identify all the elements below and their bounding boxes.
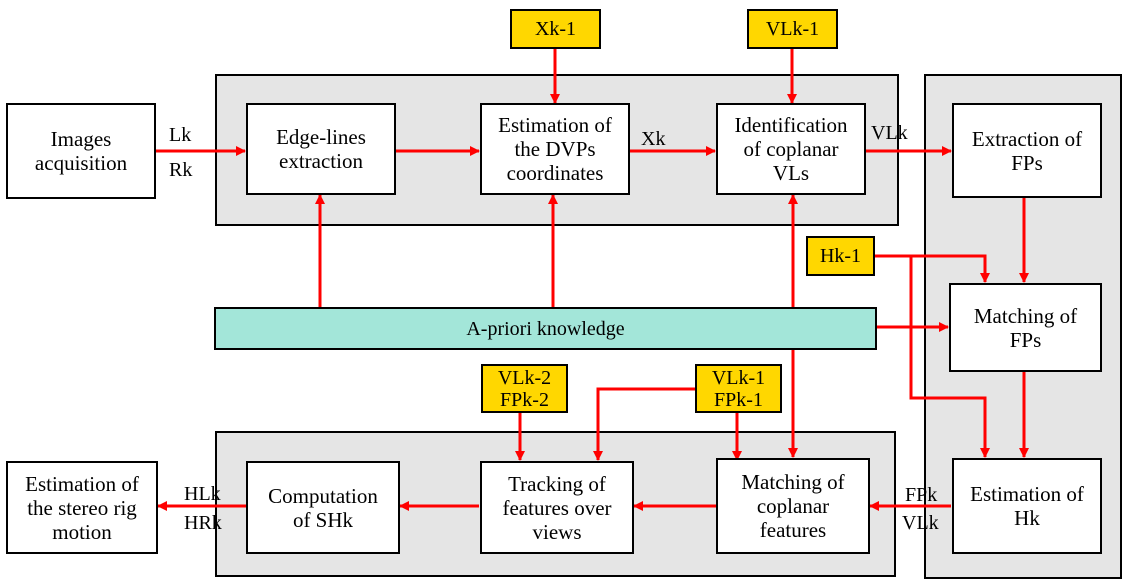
extraction-fps-box: Extraction of FPs bbox=[952, 103, 1102, 198]
tracking-features-box: Tracking of features over views bbox=[480, 461, 634, 554]
matching-fps-box: Matching of FPs bbox=[949, 283, 1102, 372]
apriori-knowledge-box: A-priori knowledge bbox=[214, 307, 877, 350]
label-hlk: HLk bbox=[184, 483, 221, 505]
arrow-hk1-to-estimation-hk bbox=[909, 256, 990, 458]
arrow-hk1-to-matching-fps bbox=[875, 254, 990, 283]
label-xk: Xk bbox=[641, 128, 666, 150]
edge-lines-extraction-box: Edge-lines extraction bbox=[246, 103, 396, 195]
xk-1-input-box: Xk-1 bbox=[510, 9, 601, 49]
vlk-1-input-box: VLk-1 bbox=[747, 9, 838, 49]
estimation-hk-box: Estimation of Hk bbox=[952, 458, 1102, 554]
vlk-1-fpk-1-input-box: VLk-1 FPk-1 bbox=[695, 364, 782, 413]
label-vlk-bottom: VLk bbox=[902, 512, 939, 534]
matching-coplanar-box: Matching of coplanar features bbox=[716, 458, 870, 554]
arrow-vlk1fpk1-to-tracking bbox=[593, 387, 695, 461]
label-fpk: FPk bbox=[905, 484, 938, 506]
estimation-stereo-motion-box: Estimation of the stereo rig motion bbox=[6, 461, 158, 554]
label-lk: Lk bbox=[169, 124, 192, 146]
estimation-dvps-box: Estimation of the DVPs coordinates bbox=[480, 103, 630, 195]
label-rk: Rk bbox=[169, 159, 193, 181]
images-acquisition-box: Images acquisition bbox=[6, 103, 156, 199]
label-hrk: HRk bbox=[184, 512, 222, 534]
identification-coplanar-box: Identification of coplanar VLs bbox=[716, 103, 866, 195]
computation-shk-box: Computation of SHk bbox=[246, 461, 400, 554]
hk-1-input-box: Hk-1 bbox=[806, 236, 875, 276]
label-vlk: VLk bbox=[871, 122, 908, 144]
vlk-2-fpk-2-input-box: VLk-2 FPk-2 bbox=[481, 364, 568, 413]
